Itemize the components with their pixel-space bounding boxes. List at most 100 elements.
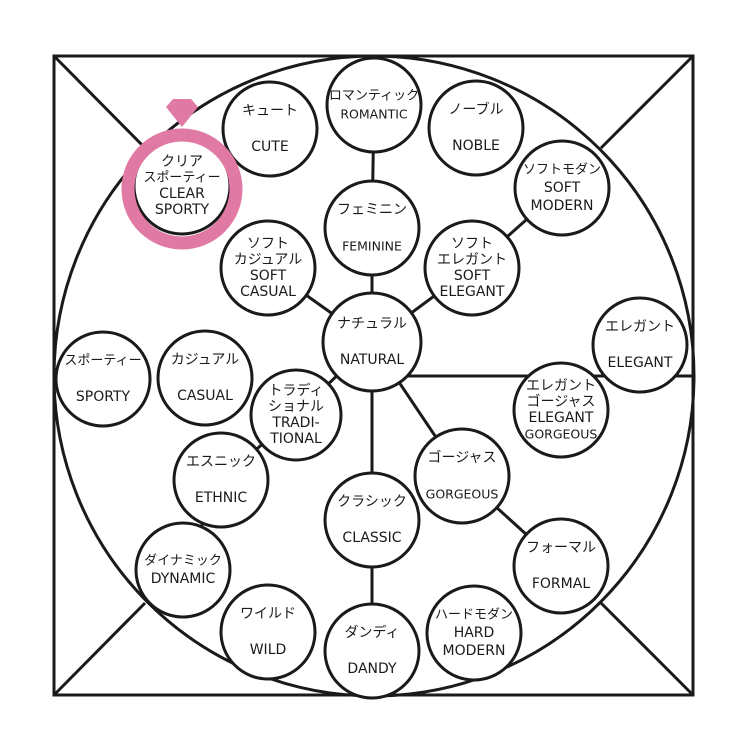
node-label-line: CASUAL <box>177 388 233 404</box>
node-label-line: ショナル <box>268 399 324 415</box>
node-label-line: トラディ <box>268 382 323 399</box>
node-label-line: ロマンティック <box>329 89 419 104</box>
node-circle <box>425 584 523 682</box>
corner-diagonal-bottom-left <box>52 601 147 697</box>
node-label-line: DANDY <box>347 661 397 677</box>
node-circle <box>134 521 232 619</box>
node-label-line: ハードモダン <box>435 608 513 623</box>
node-circle <box>219 583 317 681</box>
node-label-line: ダイナミック <box>144 554 222 569</box>
ring-gem <box>166 99 198 127</box>
ring-band <box>121 128 243 250</box>
node-noble: ノーブル NOBLE <box>427 79 525 177</box>
corner-diagonal-top-right <box>599 54 695 150</box>
node-label-line: スポーティー <box>64 354 141 369</box>
node-circle <box>423 219 521 317</box>
node-label-line: ソフト <box>247 236 289 252</box>
node-label-line: ソフトモダン <box>523 163 601 178</box>
node-circle <box>512 361 610 459</box>
node-casual: カジュアル CASUAL <box>156 329 254 427</box>
node-label-line: フェミニン <box>337 202 407 218</box>
node-label-line: ELEGANT <box>440 284 505 300</box>
node-label-line: FORMAL <box>532 576 590 592</box>
node-label-line: CLASSIC <box>342 530 401 546</box>
node-label-line: WILD <box>250 642 287 658</box>
node-label-line: ゴージャス <box>526 393 595 410</box>
node-label-line: ROMANTIC <box>340 107 408 122</box>
corner-diagonal-top-left <box>52 54 147 150</box>
node-circle <box>221 80 319 178</box>
node-label-line: ダンディ <box>344 624 399 641</box>
node-label-line: ノーブル <box>448 101 503 118</box>
node-circle <box>413 427 511 525</box>
node-label-line: ELEGANT <box>529 410 594 426</box>
node-label-line: ナチュラル <box>337 316 407 332</box>
node-circle <box>249 368 343 462</box>
node-circle <box>172 431 270 529</box>
node-label-line: クラシック <box>337 494 407 510</box>
node-circle <box>323 179 421 277</box>
node-ethnic: エスニック ETHNIC <box>172 431 270 529</box>
node-circle <box>591 296 689 394</box>
node-label-line: SOFT <box>454 268 491 284</box>
node-label-line: エレガント <box>526 378 596 394</box>
node-wild: ワイルド WILD <box>219 583 317 681</box>
node-circle <box>325 56 423 154</box>
node-label-line: GORGEOUS <box>426 487 499 502</box>
node-circle <box>513 139 611 237</box>
node-circle <box>156 329 254 427</box>
node-romantic: ロマンティック ROMANTIC <box>325 56 423 154</box>
node-dandy: ダンディ DANDY <box>323 602 421 700</box>
node-label-line: エスニック <box>186 454 256 470</box>
node-label-line: ゴージャス <box>427 449 496 466</box>
node-label-line: SOFT <box>544 180 581 196</box>
ring-icon <box>121 99 243 250</box>
node-soft-modern: ソフトモダン SOFT MODERN <box>513 139 611 237</box>
node-label-line: SPORTY <box>155 202 210 218</box>
node-label-line: MODERN <box>443 643 506 659</box>
node-label-line: ソフト <box>451 236 493 252</box>
node-label-line: ELEGANT <box>608 355 673 371</box>
node-sporty: スポーティー SPORTY <box>54 330 152 428</box>
node-label-line: ETHNIC <box>195 490 248 506</box>
node-circle <box>427 79 525 177</box>
node-label-line: DYNAMIC <box>151 571 216 587</box>
node-feminine: フェミニン FEMININE <box>323 179 421 277</box>
node-circle <box>323 471 421 569</box>
node-gorgeous: ゴージャス GORGEOUS <box>413 427 511 525</box>
node-circle <box>321 291 423 393</box>
node-label-line: TIONAL <box>269 431 322 447</box>
node-circle <box>323 602 421 700</box>
node-label-line: エレガント <box>437 252 507 268</box>
node-label-line: カジュアル <box>234 252 303 268</box>
node-label-line: SPORTY <box>76 389 131 405</box>
node-label-line: GORGEOUS <box>525 427 598 442</box>
node-circle <box>54 330 152 428</box>
corner-diagonal-bottom-right <box>599 601 695 697</box>
node-label-line: クリア <box>161 154 203 170</box>
node-label-line: フォーマル <box>526 540 596 556</box>
node-label-line: FEMININE <box>342 239 402 254</box>
node-natural: ナチュラル NATURAL <box>321 291 423 393</box>
node-label-line: NOBLE <box>452 138 500 154</box>
node-label-line: MODERN <box>531 198 594 214</box>
node-label-line: ワイルド <box>240 606 296 622</box>
node-label-line: カジュアル <box>171 352 240 368</box>
node-label-line: NATURAL <box>340 352 404 368</box>
node-circle <box>219 219 317 317</box>
node-label-line: TRADI- <box>271 415 319 431</box>
node-label-line: CASUAL <box>240 284 296 300</box>
node-dynamic: ダイナミック DYNAMIC <box>134 521 232 619</box>
node-formal: フォーマル FORMAL <box>512 517 610 615</box>
node-label-line: キュート <box>242 103 298 119</box>
node-label-line: CLEAR <box>159 186 205 202</box>
